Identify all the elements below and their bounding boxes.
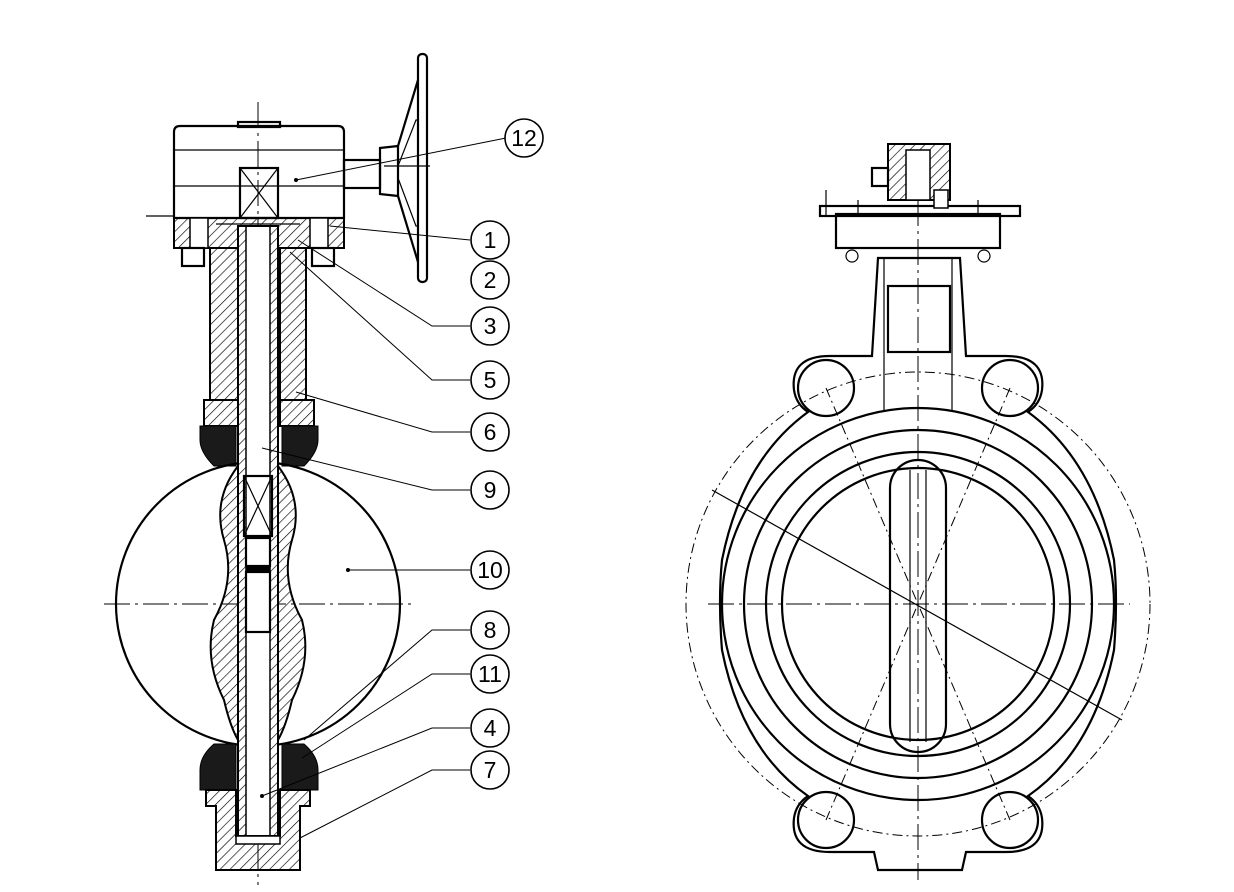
callout-circle: [504, 118, 544, 158]
section-view: [104, 52, 507, 885]
callout-circle: [470, 360, 510, 400]
callout-label: 11: [478, 661, 502, 687]
body-neck: [203, 247, 315, 427]
callout-label: 9: [484, 477, 497, 503]
handwheel: [342, 52, 430, 284]
lower-seal: [199, 743, 319, 791]
callout-circle: [470, 470, 510, 510]
callout-2: 2: [470, 260, 510, 300]
callout-label: 6: [484, 419, 497, 445]
callout-5: 5: [470, 360, 510, 400]
callout-8: 8: [470, 610, 510, 650]
callout-label: 3: [484, 313, 497, 339]
callout-label: 5: [484, 367, 497, 393]
callout-label: 1: [484, 227, 497, 253]
callout-circle: [470, 412, 510, 452]
callout-7: 7: [470, 750, 510, 790]
callout-9: 9: [470, 470, 510, 510]
callout-circle: [470, 654, 510, 694]
callout-11: 11: [470, 654, 510, 694]
callout-label: 8: [484, 617, 497, 643]
callout-label: 12: [511, 125, 537, 151]
callout-circle: [470, 550, 510, 590]
callout-1: 1: [470, 220, 510, 260]
valve-body: [718, 256, 1118, 872]
top-mounting: [818, 143, 1022, 263]
bottom-cap: [205, 789, 311, 871]
upper-seal: [199, 425, 319, 467]
leader-lines: [261, 137, 507, 839]
stem: [237, 225, 279, 837]
callout-label: 7: [484, 757, 497, 783]
callout-4: 4: [470, 708, 510, 748]
callout-circle: [470, 220, 510, 260]
front-view: [685, 143, 1151, 880]
callout-circle: [470, 306, 510, 346]
callout-label: 10: [477, 557, 503, 583]
callout-6: 6: [470, 412, 510, 452]
callout-circle: [470, 750, 510, 790]
callout-3: 3: [470, 306, 510, 346]
callout-label: 2: [484, 267, 497, 293]
disc-hub: [209, 463, 307, 744]
callout-12: 12: [504, 118, 544, 158]
callout-circle: [470, 610, 510, 650]
callout-label: 4: [484, 715, 497, 741]
callout-circle: [470, 260, 510, 300]
callout-circle: [470, 708, 510, 748]
callout-10: 10: [470, 550, 510, 590]
